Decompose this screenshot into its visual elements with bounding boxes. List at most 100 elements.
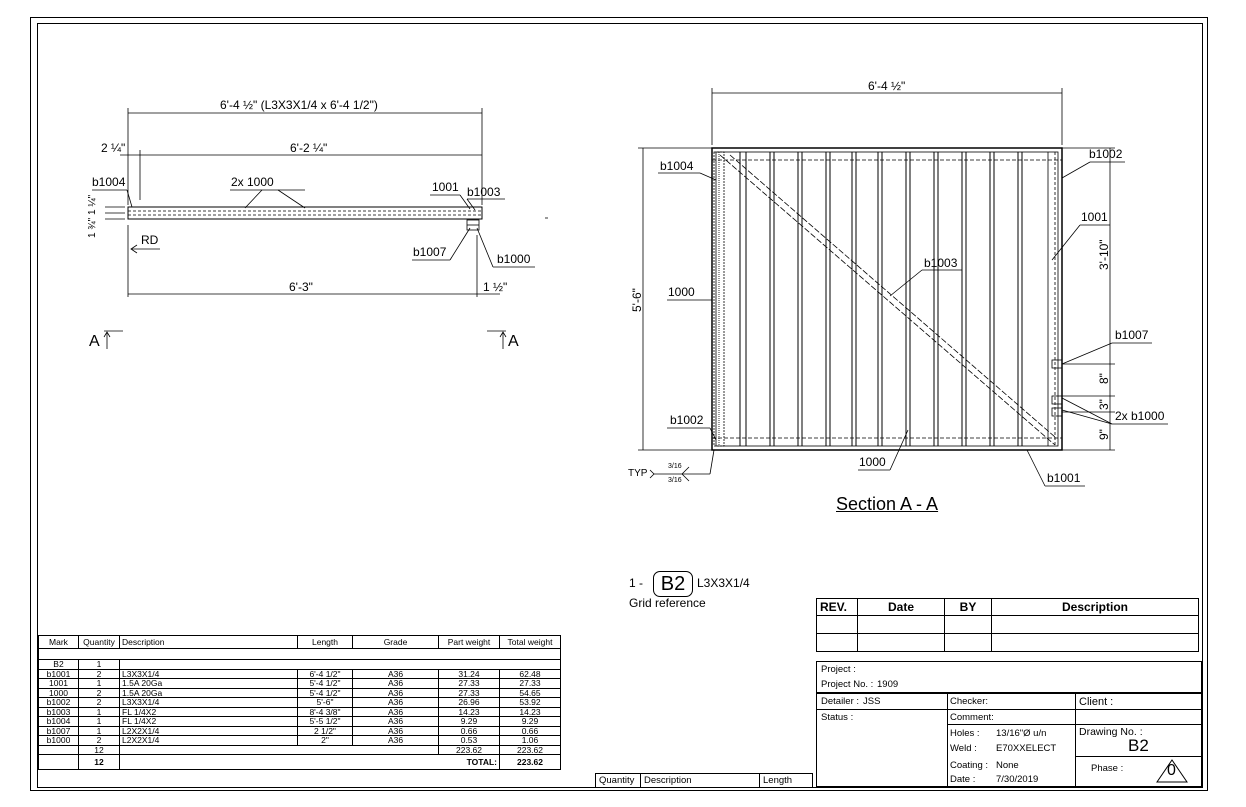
bom-cell: 9.29 (499, 716, 561, 727)
bom-cell (119, 659, 561, 670)
bom-cell: L3X3X1/4 (119, 697, 298, 708)
bom-cell: 2" (297, 735, 353, 746)
project-no-label: Project No. : (821, 679, 874, 690)
info-divider (1075, 724, 1203, 725)
drawing-no-label: Drawing No. : (1079, 726, 1143, 738)
rd-label: RD (141, 233, 159, 247)
section-mark-left: A (89, 333, 100, 350)
holes-value: 13/16"Ø u/n (996, 728, 1047, 739)
loose-header-description: Description (640, 773, 760, 788)
dimension-3: 3" (1097, 399, 1111, 410)
bom-total-label: TOTAL: (119, 754, 500, 770)
bom-header-length: Length (297, 635, 353, 649)
callout-b1000: b1000 (497, 252, 531, 266)
bom-subtotal-row: 12 223.62 223.62 (38, 744, 561, 755)
bom-cell: b1002 (38, 697, 79, 708)
section-right-dimension: 3'-10" (1097, 239, 1111, 270)
section-callout-b1007: b1007 (1115, 328, 1149, 342)
loose-parts-table: Quantity Description Length (595, 773, 813, 788)
revision-table: REV. Date BY Description (816, 598, 1199, 652)
section-callout-1000-bottom: 1000 (859, 455, 886, 469)
bom-cell (38, 744, 79, 755)
info-divider (947, 694, 948, 788)
mark-badge: B2 (653, 571, 693, 597)
bom-cell: 5'-4 1/2" (297, 678, 353, 689)
bom-header-grade: Grade (352, 635, 439, 649)
loose-header-length: Length (759, 773, 813, 788)
phase-value: 0 (1167, 762, 1176, 779)
bom-subtotal-quantity: 12 (78, 744, 120, 755)
dimension-8: 8" (1097, 373, 1111, 384)
callout-b1004: b1004 (92, 175, 126, 189)
weld-typ-label: TYP (628, 468, 648, 479)
bom-header-part-weight: Part weight (438, 635, 500, 649)
bom-cell: 1 (78, 678, 120, 689)
rev-cell (944, 633, 992, 652)
section-callout-b1002-top: b1002 (1089, 147, 1123, 161)
section-callout-b1003: b1003 (924, 256, 958, 270)
bom-cell: b1000 (38, 735, 79, 746)
section-callout-b1004: b1004 (660, 159, 694, 173)
overall-length-dimension: 6'-4 ½" (L3X3X1/4 x 6'-4 1/2") (220, 98, 378, 112)
rev-cell (991, 615, 1199, 634)
bom-cell: 1 (78, 716, 120, 727)
bom-total-value: 223.62 (499, 754, 561, 770)
bom-cell: 5'-6" (297, 697, 353, 708)
rev-header-rev: REV. (816, 598, 858, 616)
bom-cell: 53.92 (499, 697, 561, 708)
rev-cell (944, 615, 992, 634)
bom-cell: 27.33 (499, 678, 561, 689)
status-label: Status : (821, 712, 854, 723)
section-title: Section A - A (836, 494, 939, 514)
bom-cell: A36 (352, 716, 439, 727)
section-callout-b1002-bottom: b1002 (670, 413, 704, 427)
bom-cell: A36 (352, 678, 439, 689)
section-callout-2x-b1000: 2x b1000 (1115, 409, 1165, 423)
rev-header-date: Date (857, 598, 945, 616)
drawing-border-inner (37, 23, 1203, 788)
bom-header-row: Mark Quantity Description Length Grade P… (38, 635, 561, 649)
bom-header-total-weight: Total weight (499, 635, 561, 649)
bill-of-materials-table: Mark Quantity Description Length Grade P… (38, 635, 561, 770)
section-mark-right: A (508, 333, 519, 350)
drawing-no-value: B2 (1128, 736, 1149, 755)
right-small-dimension: 1 ½" (483, 280, 508, 294)
bom-cell: 1001 (38, 678, 79, 689)
callout-b1003: b1003 (467, 185, 501, 199)
weld-size-bottom: 3/16 (668, 477, 682, 484)
coating-value: None (996, 760, 1019, 771)
info-divider (947, 709, 1203, 710)
mark-profile: L3X3X1/4 (697, 576, 750, 590)
weld-value: E70XXELECT (996, 743, 1057, 754)
bom-cell: 1 (78, 659, 120, 670)
bom-spacer-row (38, 648, 561, 660)
drawing-border-outer (30, 17, 1208, 791)
date-label: Date : (950, 774, 976, 785)
bottom-length-dimension: 6'-3" (289, 280, 313, 294)
left-offset-dimension: 2 ¼" (101, 141, 126, 155)
inner-length-dimension: 6'-2 ¼" (290, 141, 328, 155)
bom-cell: 27.33 (438, 678, 500, 689)
mark-prefix: 1 - (629, 576, 644, 590)
bom-cell: A36 (352, 735, 439, 746)
phase-label: Phase : (1091, 763, 1124, 774)
bom-header-mark: Mark (38, 635, 79, 649)
section-width-dimension: 6'-4 ½" (868, 79, 906, 93)
bom-cell: 9.29 (438, 716, 500, 727)
rev-cell (816, 615, 858, 634)
callout-2x-1000: 2x 1000 (231, 175, 274, 189)
phase-triangle-icon (1156, 759, 1188, 783)
holes-label: Holes : (950, 728, 980, 739)
info-divider (817, 709, 947, 710)
bom-cell: 2 (78, 697, 120, 708)
section-callout-1001: 1001 (1081, 210, 1108, 224)
bom-subtotal-part-weight: 223.62 (438, 744, 500, 755)
bom-total-row: 12 TOTAL: 223.62 (38, 754, 561, 770)
